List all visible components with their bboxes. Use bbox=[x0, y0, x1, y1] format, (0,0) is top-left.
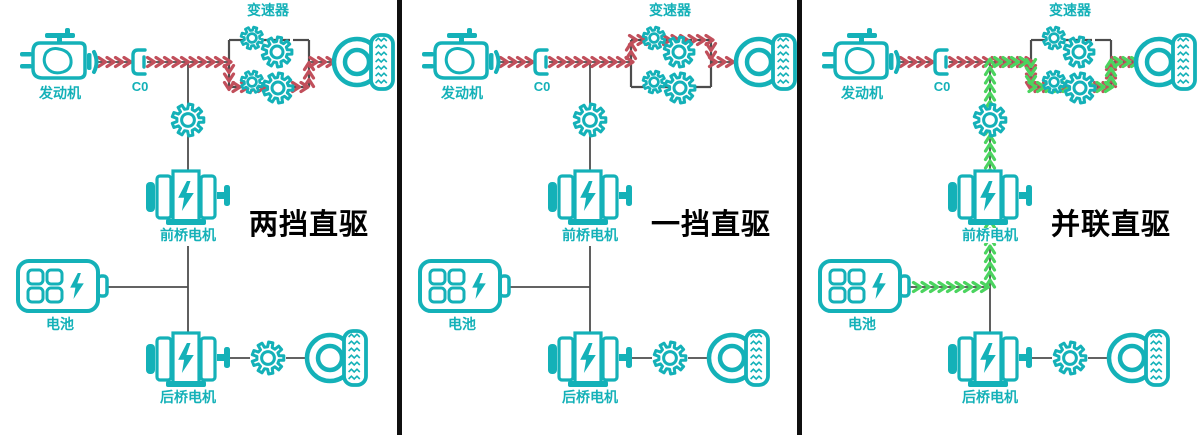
panel-two-gear-direct-drive: 发动机 C0 变速器 前桥电机 电池 后桥电机 两挡直驱 bbox=[0, 0, 397, 435]
battery-icon bbox=[16, 259, 109, 313]
gear-icon bbox=[972, 102, 1008, 138]
transmission-label: 变速器 bbox=[620, 2, 720, 19]
wheel-icon bbox=[733, 33, 797, 91]
wheel-icon bbox=[331, 33, 395, 91]
lightning-bolt-icon bbox=[472, 273, 486, 299]
gear-icon bbox=[250, 340, 286, 376]
engine-label: 发动机 bbox=[820, 85, 904, 102]
gear-icon bbox=[641, 25, 667, 51]
gear-icon bbox=[652, 340, 688, 376]
gear-icon bbox=[260, 35, 294, 69]
electric-motor-icon bbox=[948, 331, 1032, 387]
gear-icon bbox=[239, 69, 265, 95]
clutch-icon bbox=[131, 48, 147, 76]
wheel-icon bbox=[304, 329, 368, 387]
powertrain-diagram bbox=[818, 25, 1197, 387]
powertrain-diagram bbox=[418, 25, 797, 387]
lightning-bolt-icon bbox=[580, 343, 596, 373]
rear-motor-label: 后桥电机 bbox=[138, 389, 238, 406]
gear-icon bbox=[1062, 35, 1096, 69]
battery-label: 电池 bbox=[822, 316, 902, 333]
mode-title: 两挡直驱 bbox=[248, 209, 369, 241]
gear-icon bbox=[641, 69, 667, 95]
panel-divider bbox=[397, 0, 402, 435]
mode-title: 并联直驱 bbox=[1050, 209, 1171, 241]
mode-title: 一挡直驱 bbox=[650, 209, 771, 241]
lightning-bolt-icon bbox=[580, 181, 596, 211]
wheel-icon bbox=[1106, 329, 1170, 387]
electric-motor-icon bbox=[548, 169, 632, 225]
wheel-icon bbox=[706, 329, 770, 387]
engine-flow-arrows bbox=[96, 55, 133, 69]
panel-divider bbox=[797, 0, 802, 435]
engine-icon bbox=[422, 28, 501, 80]
gear-icon bbox=[663, 71, 697, 105]
battery-label: 电池 bbox=[20, 316, 100, 333]
front-motor-label: 前桥电机 bbox=[940, 227, 1040, 244]
transmission-label: 变速器 bbox=[1020, 2, 1120, 19]
panel-parallel-direct-drive: 发动机 C0 变速器 前桥电机 电池 后桥电机 并联直驱 bbox=[802, 0, 1199, 435]
clutch-label: C0 bbox=[122, 79, 158, 95]
engine-icon bbox=[20, 28, 99, 80]
clutch-label: C0 bbox=[924, 79, 960, 95]
lightning-bolt-icon bbox=[980, 181, 996, 211]
lightning-bolt-icon bbox=[872, 273, 886, 299]
engine-flow-arrows bbox=[498, 55, 535, 69]
gear-icon bbox=[239, 25, 265, 51]
electric-motor-icon bbox=[146, 331, 230, 387]
gear-icon bbox=[170, 102, 206, 138]
gear-icon bbox=[1052, 340, 1088, 376]
electric-motor-icon bbox=[548, 331, 632, 387]
battery-icon bbox=[418, 259, 511, 313]
engine-flow-arrows bbox=[898, 55, 935, 69]
gear-icon bbox=[261, 71, 295, 105]
wheel-icon bbox=[1133, 33, 1197, 91]
clutch-icon bbox=[533, 48, 549, 76]
rear-motor-label: 后桥电机 bbox=[940, 389, 1040, 406]
lightning-bolt-icon bbox=[178, 343, 194, 373]
lightning-bolt-icon bbox=[980, 343, 996, 373]
engine-label: 发动机 bbox=[18, 85, 102, 102]
gear-icon bbox=[1063, 71, 1097, 105]
gear-icon bbox=[662, 35, 696, 69]
gear-icon bbox=[572, 102, 608, 138]
rear-motor-label: 后桥电机 bbox=[540, 389, 640, 406]
battery-label: 电池 bbox=[422, 316, 502, 333]
transmission-label: 变速器 bbox=[218, 2, 318, 19]
front-motor-label: 前桥电机 bbox=[138, 227, 238, 244]
engine-label: 发动机 bbox=[420, 85, 504, 102]
lightning-bolt-icon bbox=[178, 181, 194, 211]
gear-icon bbox=[1041, 69, 1067, 95]
clutch-label: C0 bbox=[524, 79, 560, 95]
battery-icon bbox=[818, 259, 911, 313]
panel-one-gear-direct-drive: 发动机 C0 变速器 前桥电机 电池 后桥电机 一挡直驱 bbox=[402, 0, 799, 435]
electric-motor-icon bbox=[948, 169, 1032, 225]
lightning-bolt-icon bbox=[70, 273, 84, 299]
gear-icon bbox=[1041, 25, 1067, 51]
electric-motor-icon bbox=[146, 169, 230, 225]
front-motor-label: 前桥电机 bbox=[540, 227, 640, 244]
clutch-icon bbox=[933, 48, 949, 76]
engine-icon bbox=[822, 28, 901, 80]
powertrain-diagram bbox=[16, 25, 395, 387]
